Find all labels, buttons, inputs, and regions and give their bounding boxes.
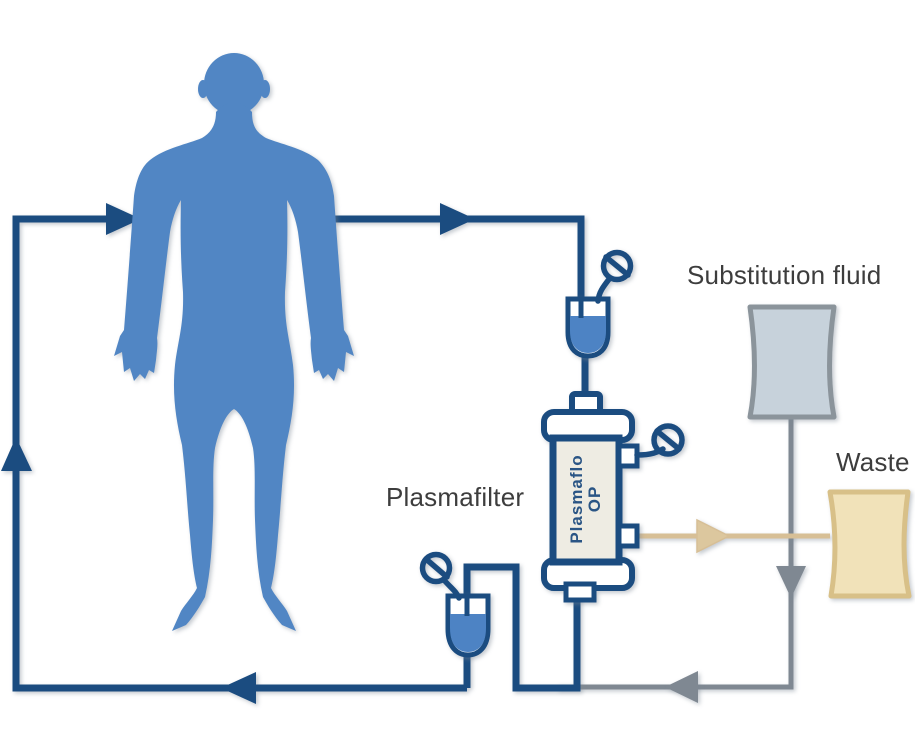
- filter-side-port-bottom: [616, 523, 640, 549]
- plasma-waste-line: [637, 518, 830, 554]
- substitution-fluid-line: [557, 417, 794, 690]
- blood-circuit: [1, 203, 589, 704]
- flow-arrow-right-blue-icon: [440, 203, 475, 235]
- flow-arrow-up-blue-icon: [1, 437, 32, 471]
- clamp-tubing: [595, 275, 613, 304]
- filter-brand-text: Plasmaflo OP: [558, 436, 614, 562]
- patient-silhouette: [114, 53, 354, 631]
- filter-outlet-port: [563, 581, 597, 603]
- flow-arrow-left-gray-icon: [665, 671, 698, 703]
- roller-clamp-slash-icon: [423, 556, 450, 580]
- substitution-fluid-bag: [747, 304, 837, 420]
- blood-draw-line: [300, 215, 585, 299]
- patient-ear-left: [198, 80, 208, 98]
- drip-chamber-blood-level: [570, 316, 606, 353]
- flow-arrow-left-blue-icon: [221, 672, 256, 704]
- roller-clamp-icon: [651, 423, 685, 457]
- plasmafilter-device: [541, 391, 685, 603]
- filter-housing: [549, 434, 623, 566]
- lower-drip-chamber: [419, 551, 491, 658]
- waste-bag: [827, 489, 912, 599]
- plasmafilter-label: Plasmafilter: [386, 482, 525, 512]
- substitution-flow-arrows: [665, 566, 806, 703]
- substitution-fluid-tube: [557, 417, 794, 690]
- roller-clamp-icon: [600, 249, 634, 283]
- patient-head: [204, 53, 264, 115]
- roller-clamp-icon: [419, 551, 453, 585]
- filter-brand-line1: Plasmaflo: [567, 454, 586, 544]
- flow-arrow-down-gray-icon: [776, 566, 806, 598]
- patient-body: [114, 103, 354, 631]
- flow-arrow-right-into-body-icon: [106, 203, 141, 235]
- filter-outlet-line: [463, 563, 581, 692]
- patient-ear-right: [260, 80, 270, 98]
- filter-side-port-top: [616, 443, 640, 469]
- roller-clamp-slash-icon: [654, 428, 682, 452]
- substitution-fluid-label: Substitution fluid: [687, 260, 882, 290]
- clamp-tubing: [441, 577, 462, 601]
- upper-drip-chamber: [565, 249, 634, 359]
- waste-label: Waste: [836, 447, 910, 477]
- drip-chamber-blood-level: [450, 614, 486, 652]
- flow-arrow-right-tan-icon: [696, 518, 731, 554]
- roller-clamp-slash-icon: [603, 254, 631, 278]
- filter-brand-line2: OP: [585, 485, 604, 513]
